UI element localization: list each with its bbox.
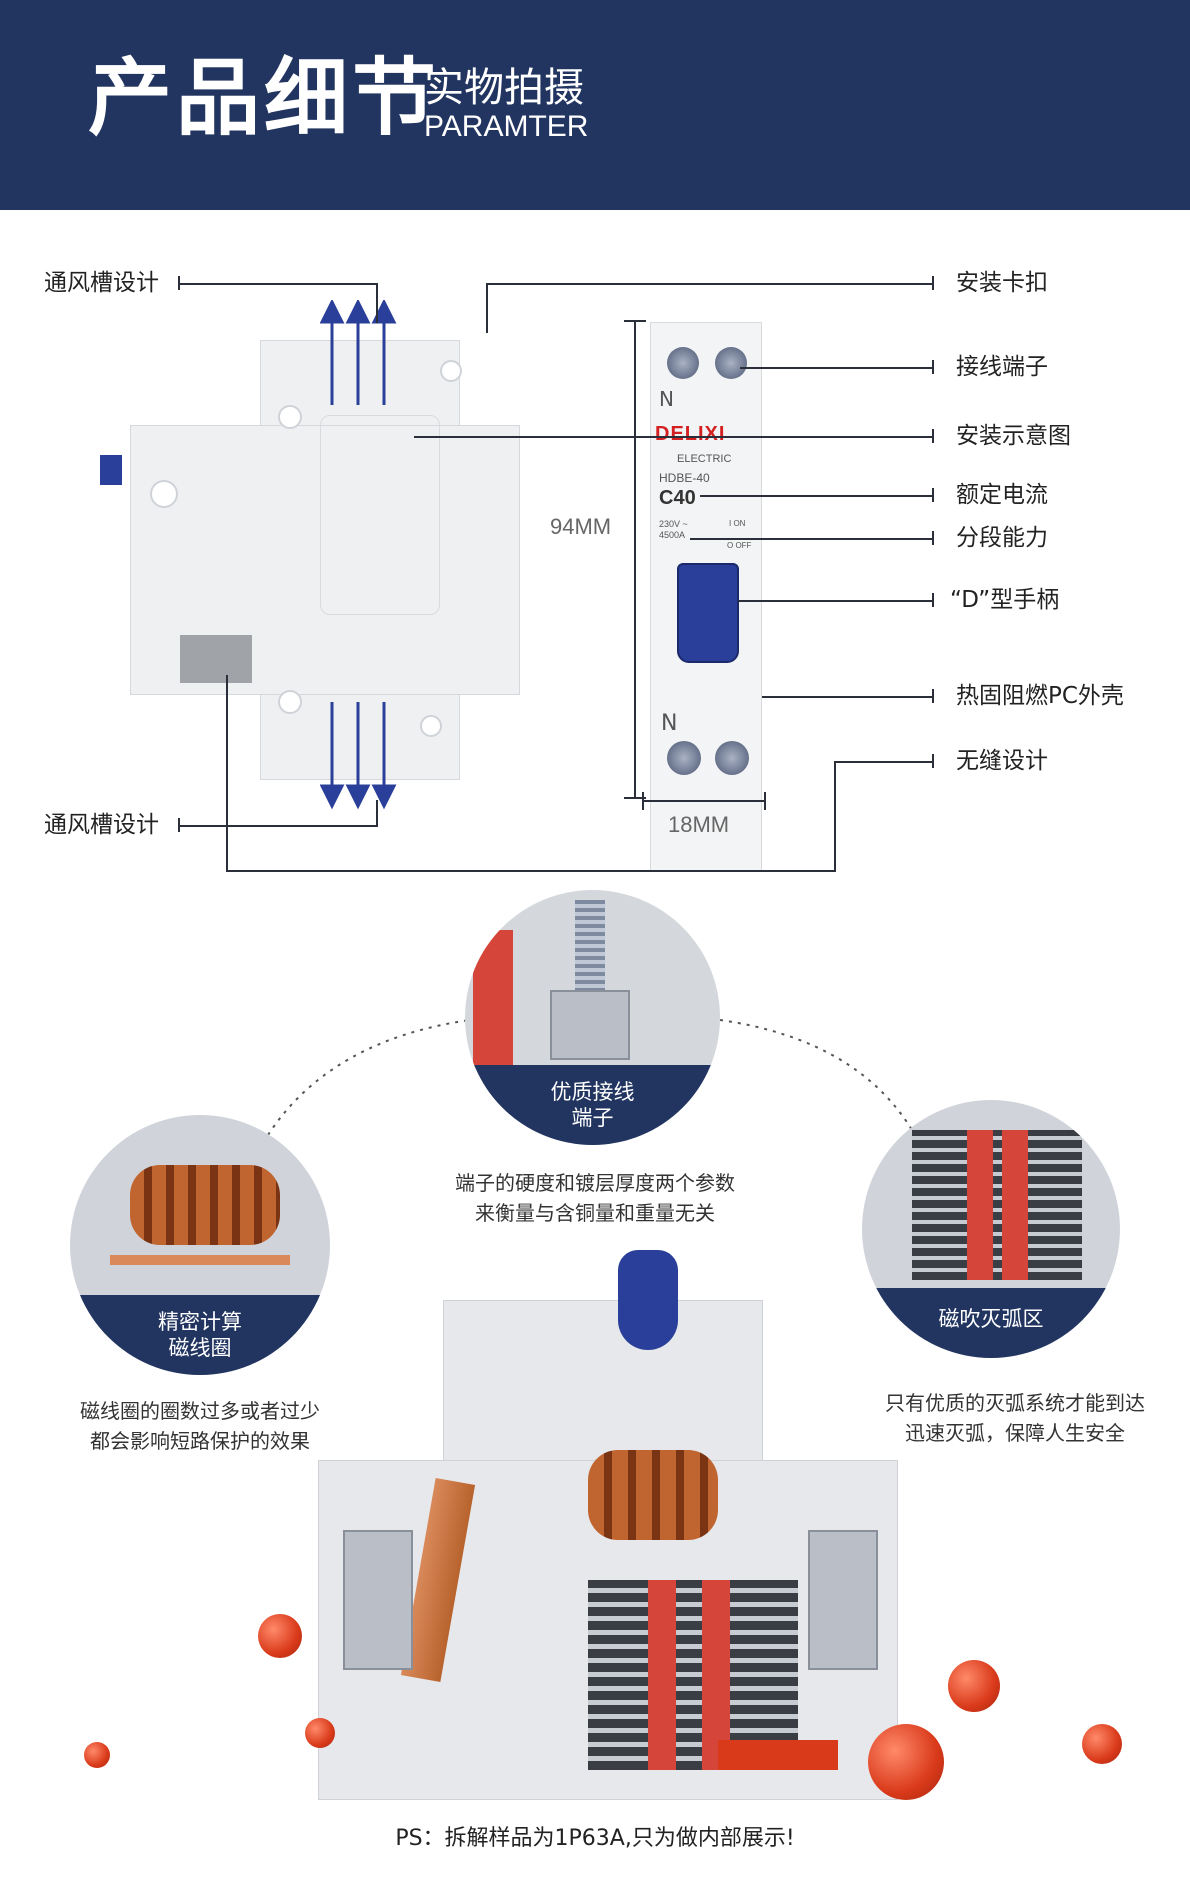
feature-coil-desc1: 磁线圈的圈数过多或者过少 bbox=[80, 1399, 320, 1423]
n-mark-top: N bbox=[659, 387, 674, 411]
dim-line-width bbox=[642, 800, 766, 802]
feature-coil-title: 精密计算 磁线圈 bbox=[70, 1295, 330, 1375]
dim-line-height bbox=[634, 320, 636, 798]
decor-ball bbox=[84, 1742, 110, 1768]
brand-sub: ELECTRIC bbox=[677, 453, 732, 465]
feature-terminal-desc2: 来衡量与含铜量和重量无关 bbox=[475, 1201, 715, 1225]
label-shell: 热固阻燃PC外壳 bbox=[956, 683, 1124, 709]
device-rating: C40 bbox=[659, 487, 696, 509]
feature-connector-arcs bbox=[267, 1019, 916, 1136]
feature-arc-title: 磁吹灭弧区 bbox=[862, 1288, 1120, 1358]
n-mark-bottom: N bbox=[661, 711, 678, 736]
decor-ball bbox=[1082, 1724, 1122, 1764]
screw-icon bbox=[667, 741, 701, 775]
label-vent-bottom: 通风槽设计 bbox=[44, 812, 159, 838]
decor-ball bbox=[258, 1614, 302, 1658]
device-spec-voltage: 230V ~ bbox=[659, 519, 688, 529]
screw-icon bbox=[715, 347, 747, 379]
d-handle bbox=[677, 563, 739, 663]
label-breaking-capacity: 分段能力 bbox=[956, 525, 1048, 551]
label-rated-current: 额定电流 bbox=[956, 482, 1048, 508]
screw-icon bbox=[667, 347, 699, 379]
feature-arc-desc1: 只有优质的灭弧系统才能到达 bbox=[885, 1391, 1145, 1415]
device-on-mark: I ON bbox=[729, 519, 746, 528]
front-view-device: N DELIXI ELECTRIC HDBE-40 C40 230V ~ 450… bbox=[650, 322, 762, 872]
decor-ball bbox=[868, 1724, 944, 1800]
feature-arc-desc2: 迅速灭弧，保障人生安全 bbox=[905, 1421, 1125, 1445]
label-clip: 安装卡扣 bbox=[956, 270, 1048, 296]
label-vent-top: 通风槽设计 bbox=[44, 270, 159, 296]
footer-note: PS：拆解样品为1P63A,只为做内部展示! bbox=[395, 1826, 795, 1851]
page-subtitle-cn: 实物拍摄 bbox=[424, 65, 584, 111]
feature-arc-circle: 磁吹灭弧区 bbox=[862, 1100, 1120, 1358]
disassembled-device bbox=[318, 1250, 898, 1800]
decor-ball bbox=[948, 1660, 1000, 1712]
label-handle: “D”型手柄 bbox=[950, 587, 1060, 613]
device-spec-capacity: 4500A bbox=[659, 530, 686, 540]
page-title: 产品细节 bbox=[88, 49, 441, 147]
header-banner bbox=[0, 0, 1190, 210]
label-terminal: 接线端子 bbox=[956, 354, 1048, 380]
side-view-device bbox=[100, 330, 520, 790]
feature-terminal-title: 优质接线 端子 bbox=[465, 1065, 720, 1145]
label-seamless: 无缝设计 bbox=[956, 748, 1048, 774]
dim-width-label: 18MM bbox=[668, 812, 730, 837]
label-install-diagram: 安装示意图 bbox=[956, 423, 1071, 449]
device-model: HDBE-40 bbox=[659, 471, 710, 485]
brand-logo: DELIXI bbox=[655, 423, 726, 445]
feature-coil-desc2: 都会影响短路保护的效果 bbox=[90, 1429, 310, 1453]
dim-height-label: 94MM bbox=[550, 514, 612, 539]
decor-ball bbox=[305, 1718, 335, 1748]
feature-terminal-circle: 优质接线 端子 bbox=[465, 890, 720, 1145]
screw-icon bbox=[715, 741, 749, 775]
vent-arrows-down-icon bbox=[320, 702, 397, 810]
device-off-mark: O OFF bbox=[727, 541, 752, 550]
feature-coil-circle: 精密计算 磁线圈 bbox=[70, 1115, 330, 1375]
page-subtitle-en: PARAMTER bbox=[424, 110, 589, 143]
vent-arrows-up-icon bbox=[320, 300, 397, 405]
feature-terminal-desc1: 端子的硬度和镀层厚度两个参数 bbox=[455, 1171, 735, 1195]
